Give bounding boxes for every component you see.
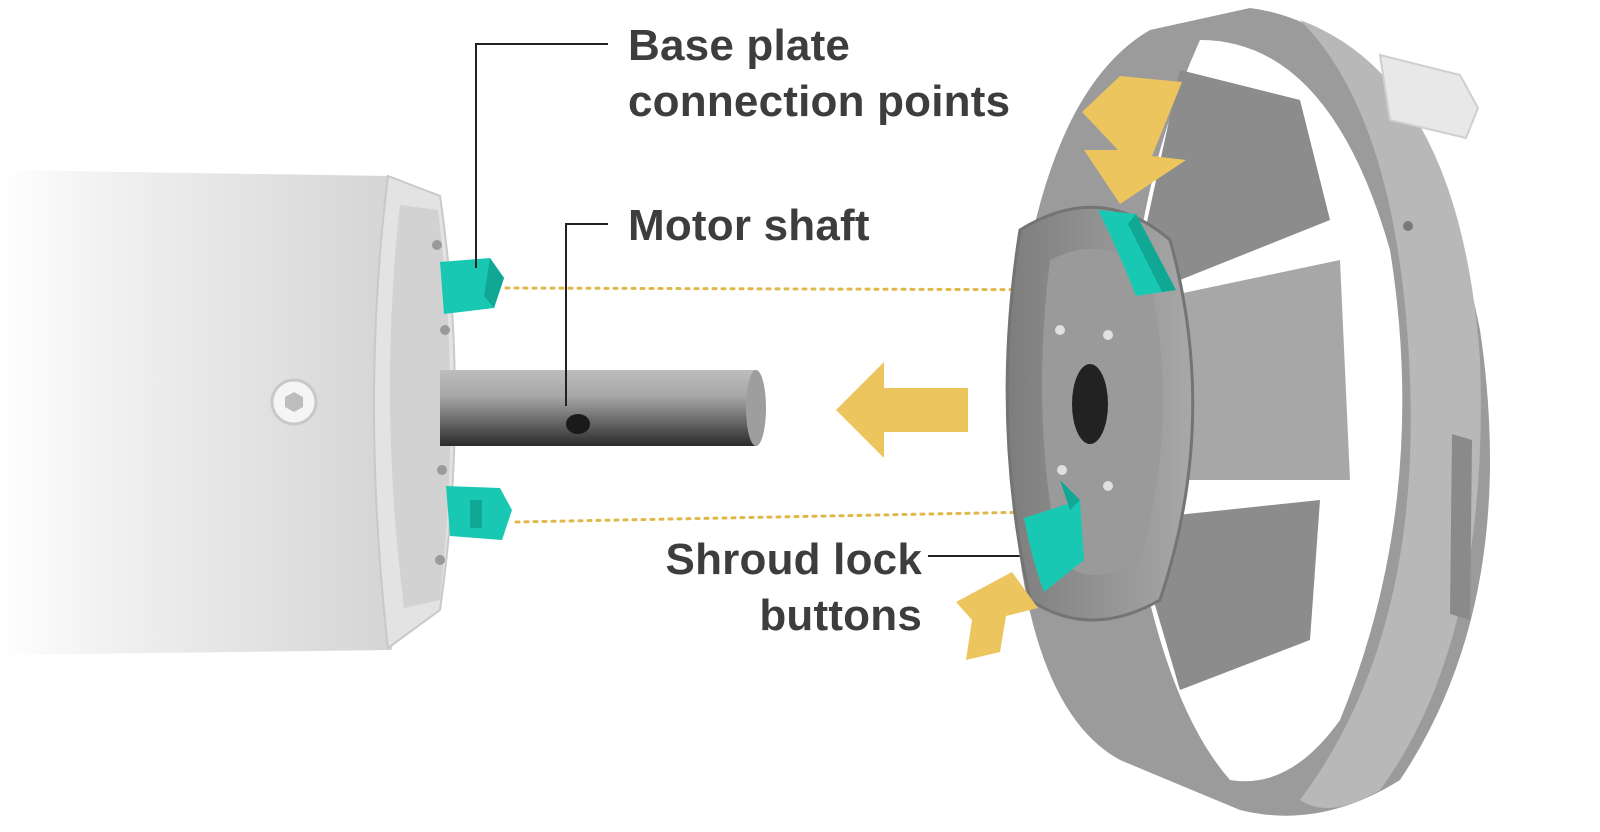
- shroud-tab: [1378, 53, 1480, 140]
- leader-line-base-plate: [475, 43, 608, 268]
- base-plate-label-line-2: connection points: [628, 77, 1011, 126]
- base-plate-connector-bottom: [446, 486, 512, 540]
- shroud-lock-button-bottom: [1024, 480, 1084, 592]
- shroud-center-hole: [1072, 364, 1108, 444]
- arrow-left-icon: [836, 362, 968, 458]
- shroud-lock-label-line-1: Shroud lock: [665, 535, 922, 584]
- shroud-lock-buttons-label: Shroud lock buttons: [592, 532, 922, 644]
- motor-shaft-label-text: Motor shaft: [628, 201, 870, 250]
- motor-base-plate: [373, 174, 456, 650]
- shroud-lock-label-line-2: buttons: [759, 591, 922, 640]
- motor-body: [0, 170, 398, 655]
- arrow-up-right-icon: [956, 572, 1038, 660]
- alignment-line-bottom: [514, 510, 1036, 524]
- base-plate-connection-points-label: Base plate connection points: [628, 18, 1010, 130]
- motor-shaft: [440, 370, 766, 446]
- arrow-down-right-icon: [1082, 76, 1186, 204]
- motor-shaft-label: Motor shaft: [628, 198, 870, 254]
- hex-socket-icon: [285, 392, 303, 412]
- shaft-pin-hole: [566, 414, 590, 434]
- base-plate-label-line-1: Base plate: [628, 21, 851, 70]
- base-plate-connector-top: [440, 258, 504, 314]
- leader-line-motor-shaft: [565, 223, 608, 406]
- shroud: [1005, 8, 1490, 816]
- shroud-lock-button-top: [1098, 210, 1176, 296]
